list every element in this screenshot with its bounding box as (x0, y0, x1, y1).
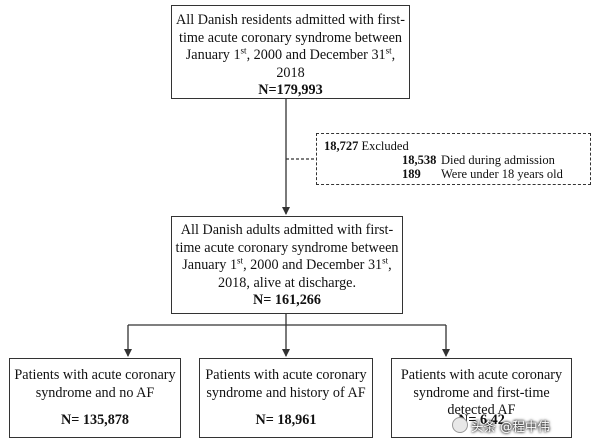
group-count: N= 135,878 (61, 411, 129, 428)
excluded-count: 18,727 (324, 139, 359, 153)
top-line-1: All Danish residents admitted with first… (176, 12, 405, 28)
excluded-item-reason: Died during admission (441, 153, 555, 167)
group-new-af-box: Patients with acute coronary syndrome an… (391, 358, 572, 438)
group-count: N= 6,42 (458, 411, 505, 428)
group-line-1: Patients with acute coronary (205, 367, 367, 383)
mid-line-3: January 1st, 2000 and December 31st, (182, 255, 392, 273)
top-count: N=179,993 (258, 82, 323, 98)
mid-line-2: time acute coronary syndrome between (175, 239, 399, 256)
adults-alive-box: All Danish adults admitted with first- t… (171, 216, 403, 314)
group-line-1: Patients with acute coronary (400, 367, 563, 383)
excluded-header: 18,727 Excluded (324, 139, 590, 153)
group-line-2: syndrome and no AF (35, 384, 155, 401)
mid-line-1: All Danish adults admitted with first- (180, 222, 394, 238)
excluded-box: 18,727 Excluded 18,538 Died during admis… (316, 133, 591, 185)
mid-count: N= 161,266 (253, 292, 321, 308)
group-count: N= 18,961 (255, 411, 317, 428)
group-line-3: detected AF (447, 402, 516, 418)
top-line-4: 2018 (276, 64, 305, 81)
group-line-2: syndrome and history of AF (206, 384, 366, 401)
watermark-text: 头条 @程中伟 (471, 418, 550, 434)
excluded-item-count: 189 (402, 167, 421, 181)
excluded-label: Excluded (361, 139, 409, 153)
group-no-af-box: Patients with acute coronary syndrome an… (9, 358, 181, 438)
group-line-1: Patients with acute coronary (14, 367, 176, 383)
watermark: 头条 @程中伟 (452, 413, 596, 437)
group-line-2: syndrome and first-time (413, 384, 550, 401)
all-residents-box: All Danish residents admitted with first… (171, 5, 410, 99)
excluded-item: 189 Were under 18 years old (324, 167, 590, 181)
mid-line-4: 2018, alive at discharge. (217, 274, 357, 291)
top-line-3: January 1st, 2000 and December 31st, (185, 45, 396, 63)
excluded-item-count: 18,538 (402, 153, 437, 167)
top-line-2: time acute coronary syndrome between (179, 29, 402, 46)
excluded-item-reason: Were under 18 years old (441, 167, 563, 181)
group-history-af-box: Patients with acute coronary syndrome an… (199, 358, 373, 438)
excluded-item: 18,538 Died during admission (324, 153, 590, 167)
watermark-logo-icon (452, 417, 468, 433)
